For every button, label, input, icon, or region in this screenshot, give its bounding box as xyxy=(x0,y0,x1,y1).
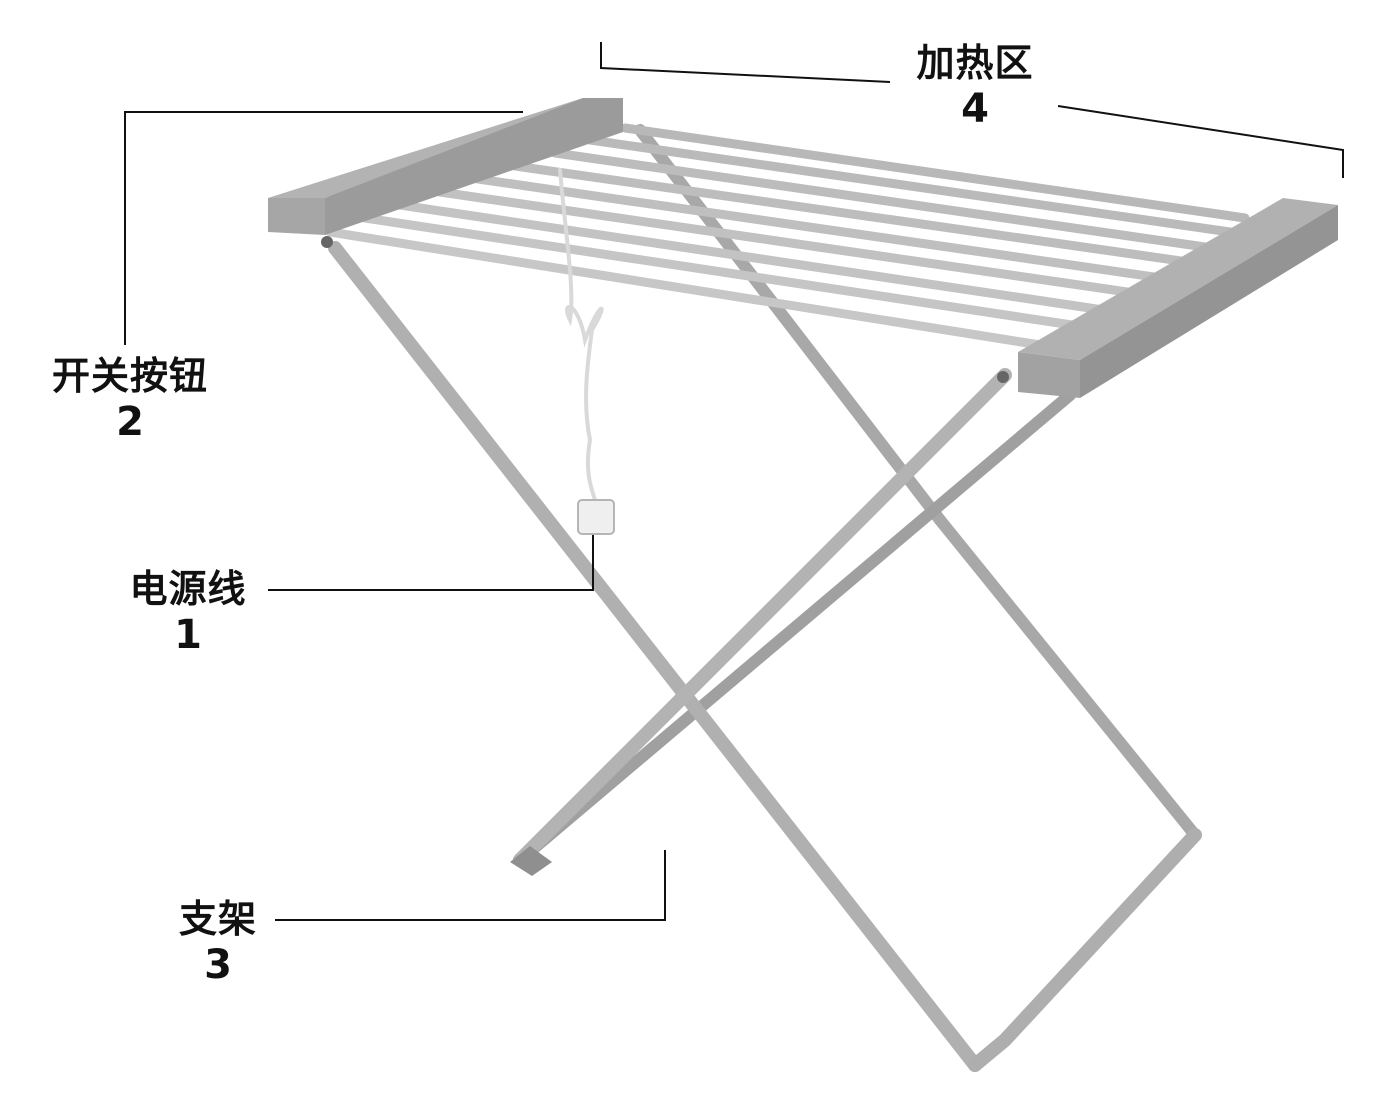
switch-end-block xyxy=(268,98,623,235)
label-power-cord-name: 电源线 xyxy=(129,567,247,611)
leader-power-cord xyxy=(268,535,594,591)
foot-cap-left xyxy=(510,846,552,876)
label-switch-button: 开关按钮 2 xyxy=(30,354,230,445)
leader-heating-zone-right xyxy=(1057,105,1344,178)
leader-switch-button xyxy=(124,111,523,345)
label-stand: 支架 3 xyxy=(158,897,278,988)
foot-bar xyxy=(968,828,1202,1072)
rail xyxy=(620,123,1250,223)
rail xyxy=(395,200,1135,319)
right-end-block xyxy=(1018,198,1338,398)
front-leg-left xyxy=(328,241,982,1072)
label-switch-button-name: 开关按钮 xyxy=(51,354,208,398)
leader-stand xyxy=(275,850,666,921)
leader-lines xyxy=(124,42,1344,921)
label-heating-zone-number: 4 xyxy=(961,85,989,132)
back-leg-right xyxy=(514,389,1076,866)
right-block-top xyxy=(1018,198,1338,360)
front-leg-right-lower xyxy=(513,693,687,867)
label-stand-number: 3 xyxy=(204,941,232,988)
heating-rails xyxy=(325,123,1250,350)
power-cord xyxy=(558,168,615,535)
front-leg-right xyxy=(673,368,1012,707)
rail xyxy=(550,148,1217,253)
leader-heating-zone xyxy=(600,42,891,83)
rail xyxy=(510,161,1200,268)
switch-block-side xyxy=(325,98,623,235)
rail xyxy=(473,174,1180,285)
rail xyxy=(435,187,1160,301)
right-block-side xyxy=(1080,205,1338,398)
hinge-left xyxy=(321,236,333,248)
right-block-front xyxy=(1018,352,1080,398)
rail xyxy=(360,213,1110,335)
label-heating-zone-name: 加热区 xyxy=(916,41,1034,85)
cord-wire xyxy=(558,168,604,502)
rail xyxy=(585,135,1235,237)
label-power-cord-number: 1 xyxy=(174,611,202,658)
stand-front xyxy=(321,236,1202,1072)
label-switch-button-number: 2 xyxy=(116,398,144,445)
switch-block-front xyxy=(268,198,325,235)
label-power-cord: 电源线 1 xyxy=(108,567,268,658)
label-heating-zone: 加热区 4 xyxy=(895,41,1055,132)
back-leg-left-lower xyxy=(934,514,1201,841)
label-stand-name: 支架 xyxy=(178,897,257,941)
plug xyxy=(577,499,615,535)
rail xyxy=(325,227,1045,350)
hinge-right xyxy=(997,371,1009,383)
